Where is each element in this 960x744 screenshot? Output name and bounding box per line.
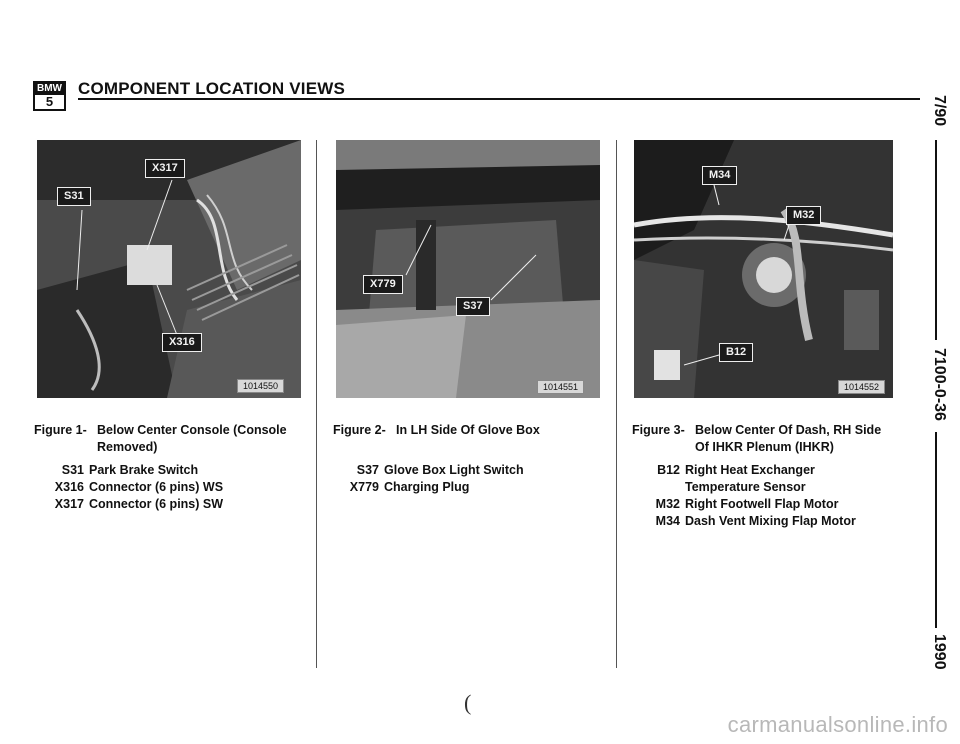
photo-illustration xyxy=(634,140,893,398)
figure-3-photo: M34 M32 B12 1014552 xyxy=(634,140,893,398)
column-divider xyxy=(316,140,317,668)
photo-id: 1014550 xyxy=(237,379,285,393)
caption-line: Below Center Of Dash, RH Side xyxy=(695,423,882,437)
column-divider xyxy=(616,140,617,668)
figure-3-caption: Figure 3- Below Center Of Dash, RH Side O… xyxy=(632,422,881,456)
legend-code: X317 xyxy=(54,497,84,511)
side-rule-2 xyxy=(935,432,937,628)
caption-line: Removed) xyxy=(97,440,158,454)
logo-brand: BMW xyxy=(35,83,64,95)
figure-2-photo: X779 S37 1014551 xyxy=(336,140,600,398)
caption-line: In LH Side Of Glove Box xyxy=(396,423,540,437)
photo-id: 1014551 xyxy=(537,380,585,394)
figure-number: Figure 2- xyxy=(333,423,386,437)
callout-b12: B12 xyxy=(719,343,754,362)
callout-m32: M32 xyxy=(786,206,822,225)
legend-code: X316 xyxy=(54,480,84,494)
legend-item: X317 Connector (6 pins) SW xyxy=(48,496,223,513)
legend-item: S37 Glove Box Light Switch xyxy=(343,462,524,479)
photo-illustration xyxy=(336,140,600,398)
legend-desc: Park Brake Switch xyxy=(89,463,199,477)
legend-desc: Charging Plug xyxy=(384,480,470,494)
legend-desc: Connector (6 pins) WS xyxy=(89,480,224,494)
callout-m34: M34 xyxy=(702,166,738,185)
side-date: 7/90 xyxy=(931,95,948,127)
legend-desc: Right Heat Exchanger xyxy=(685,463,815,477)
photo-illustration xyxy=(37,140,301,398)
figure-2-legend: S37 Glove Box Light Switch X779 Charging P… xyxy=(343,462,524,496)
callout-x779: X779 xyxy=(363,275,403,294)
legend-desc: Glove Box Light Switch xyxy=(384,463,524,477)
figure-2-caption: Figure 2- In LH Side Of Glove Box xyxy=(333,422,540,439)
header-rule xyxy=(78,98,920,100)
watermark: carmanualsonline.info xyxy=(727,712,948,737)
caption-line: Below Center Console (Console xyxy=(97,423,287,437)
legend-code: X779 xyxy=(349,480,379,494)
callout-x316: X316 xyxy=(162,333,202,352)
caption-line: Of IHKR Plenum (IHKR) xyxy=(695,440,834,454)
legend-code: M34 xyxy=(655,514,680,528)
figure-1-caption: Figure 1- Below Center Console (Console R… xyxy=(34,422,287,456)
figure-number: Figure 3- xyxy=(632,423,685,437)
legend-item: X316 Connector (6 pins) WS xyxy=(48,479,223,496)
legend-item: B12 Right Heat Exchanger xyxy=(644,462,856,479)
bmw-logo: BMW 5 xyxy=(33,81,66,111)
legend-code xyxy=(644,479,680,496)
legend-item: M32 Right Footwell Flap Motor xyxy=(644,496,856,513)
photo-id: 1014552 xyxy=(838,380,886,394)
figure-1-photo: X317 S31 X316 1014550 xyxy=(37,140,301,398)
legend-code: S31 xyxy=(61,463,84,477)
callout-s37: S37 xyxy=(456,297,490,316)
legend-code: M32 xyxy=(655,497,680,511)
legend-desc: Dash Vent Mixing Flap Motor xyxy=(685,514,856,528)
logo-series: 5 xyxy=(35,95,64,109)
side-page-code: 7100-0-36 xyxy=(931,348,948,421)
legend-code: B12 xyxy=(657,463,680,477)
legend-desc: Temperature Sensor xyxy=(685,480,806,494)
stray-mark: ( xyxy=(464,690,472,715)
legend-item: Temperature Sensor xyxy=(644,479,856,496)
side-year: 1990 xyxy=(931,634,948,670)
legend-code: S37 xyxy=(356,463,379,477)
callout-x317: X317 xyxy=(145,159,185,178)
callout-s31: S31 xyxy=(57,187,91,206)
legend-desc: Right Footwell Flap Motor xyxy=(685,497,839,511)
side-rule-1 xyxy=(935,140,937,340)
legend-desc: Connector (6 pins) SW xyxy=(89,497,224,511)
figure-number: Figure 1- xyxy=(34,423,87,437)
legend-item: X779 Charging Plug xyxy=(343,479,524,496)
legend-item: S31 Park Brake Switch xyxy=(48,462,223,479)
legend-item: M34 Dash Vent Mixing Flap Motor xyxy=(644,513,856,530)
figure-3-legend: B12 Right Heat Exchanger Temperature Sens… xyxy=(644,462,856,530)
page-title: COMPONENT LOCATION VIEWS xyxy=(78,79,346,98)
